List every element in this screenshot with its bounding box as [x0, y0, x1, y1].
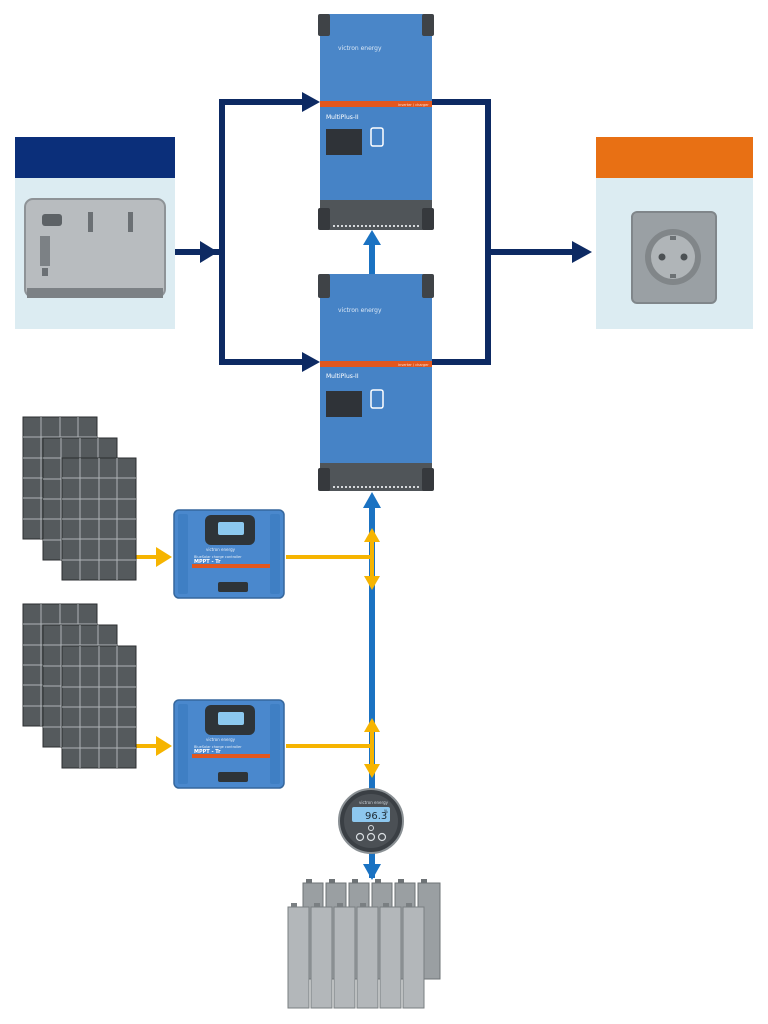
battery-monitor-reading: 96.3 [365, 811, 387, 822]
solar-panel-group-1 [22, 416, 137, 581]
inverter-bottom-brand: victron energy [338, 307, 382, 314]
pv-wiring [135, 540, 374, 766]
mppt-1-title: MPPT - Tr [194, 559, 221, 565]
battery-monitor-screen [352, 807, 390, 822]
split-to-inverter-bottom-line [219, 252, 305, 365]
arrow-pv-1 [156, 547, 172, 567]
arrow-pv-1-down [364, 576, 380, 590]
socket-icon [631, 211, 717, 304]
arrow-pv-1-up [364, 528, 380, 542]
arrow-dc-bus-up [363, 492, 381, 508]
mppt-2-brand: victron energy [206, 737, 236, 742]
inverter-top-stripe-note: inverter / charger [398, 103, 429, 107]
mppt-1-model: BlueSolar charge controller [194, 555, 242, 559]
arrow-generator [200, 241, 218, 263]
battery-row-front [287, 906, 425, 1009]
arrow-load [572, 241, 592, 263]
mppt-controller-1: victron energy BlueSolar charge controll… [173, 509, 285, 599]
load-box [596, 137, 753, 329]
inverter-bottom-panel [326, 391, 362, 417]
inverter-bottom-base [320, 463, 432, 491]
mppt-2-title: MPPT - Tr [194, 749, 221, 755]
inverter-bottom: victron energy MultiPlus-II inverter / c… [318, 274, 434, 491]
inverter-top-brand: victron energy [338, 45, 382, 52]
arrow-dc-bus-down [363, 864, 381, 880]
inverter-top-output-line [432, 99, 491, 252]
inverter-top-panel [326, 129, 362, 155]
generator-icon [24, 198, 166, 298]
arrow-pv-2-up [364, 718, 380, 732]
arrow-pv-2-down [364, 764, 380, 778]
solar-panel [61, 645, 137, 769]
solar-panel [61, 457, 137, 581]
battery-monitor: victron energy 96.3 % [338, 788, 404, 854]
battery-monitor-brand: victron energy [359, 800, 389, 805]
mppt-controller-2: victron energy BlueSolar charge controll… [173, 699, 285, 789]
mppt-1-brand: victron energy [206, 547, 236, 552]
arrow-pv-2 [156, 736, 172, 756]
inverter-top: victron energy MultiPlus-II inverter / c… [318, 14, 434, 230]
generator-header [15, 137, 175, 178]
load-header [596, 137, 753, 178]
inverter-bottom-stripe [320, 361, 432, 367]
arrow-inverter-bottom [302, 352, 320, 372]
solar-panel-group-2 [22, 603, 137, 769]
generator-box [15, 137, 175, 329]
inverter-bottom-model: MultiPlus-II [326, 373, 359, 380]
inverter-top-model: MultiPlus-II [326, 114, 359, 121]
arrow-inverter-top [302, 92, 320, 112]
inverter-top-stripe [320, 101, 432, 107]
inverter-bottom-stripe-note: inverter / charger [398, 363, 429, 367]
inverter-bottom-output-line [432, 252, 491, 365]
split-to-inverter-top-line [205, 99, 305, 255]
mppt-2-model: BlueSolar charge controller [194, 745, 242, 749]
battery-bank [287, 879, 441, 1009]
mppt-2-stripe [192, 754, 270, 758]
arrow-inverter-link-up [363, 230, 381, 245]
mppt-1-stripe [192, 564, 270, 568]
battery-monitor-unit: % [384, 809, 388, 814]
inverter-top-base [320, 200, 432, 230]
